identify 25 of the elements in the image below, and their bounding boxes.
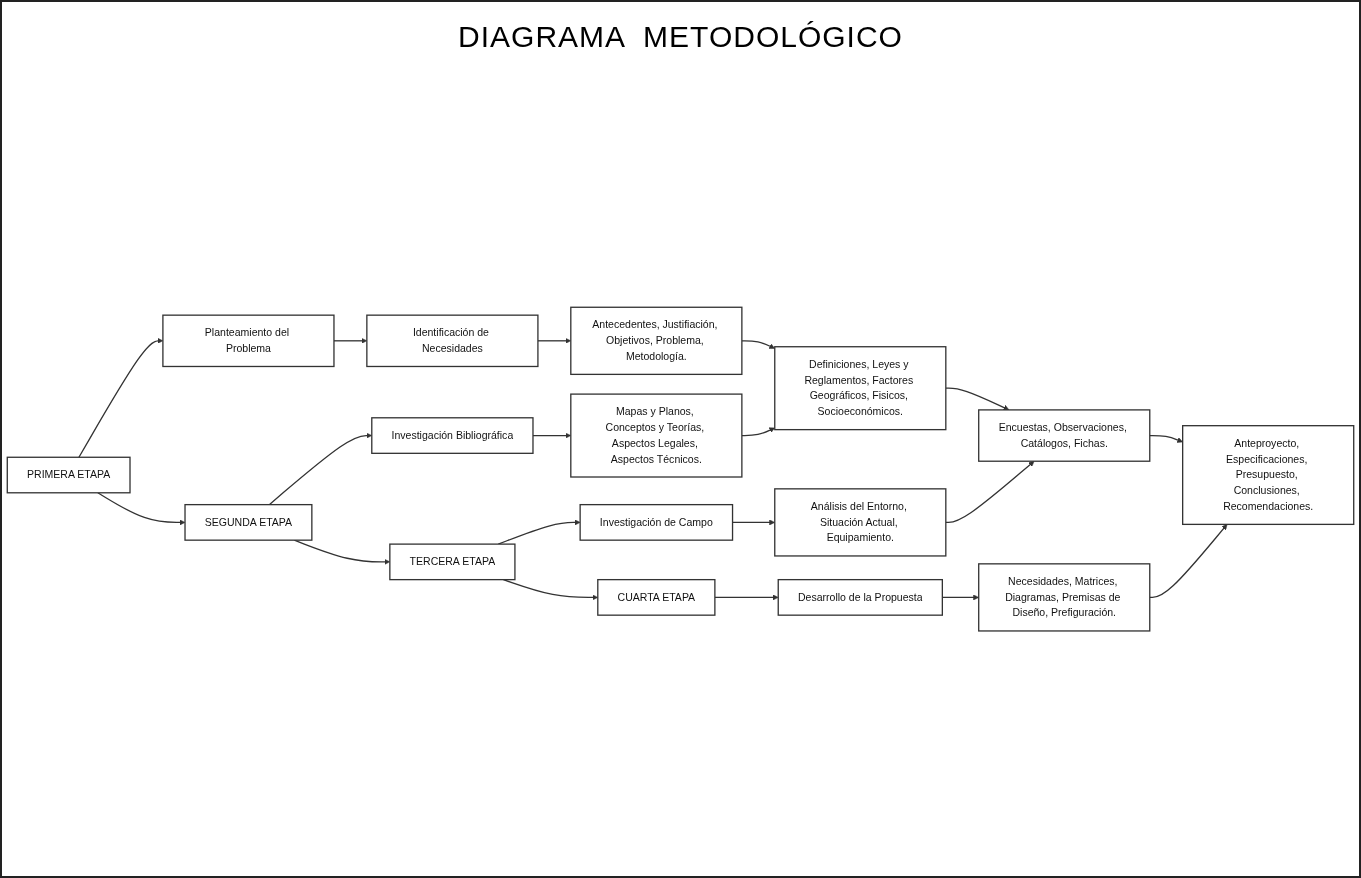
arrow [714, 594, 779, 601]
node-box: Antecedentes, Justifiación, Objetivos, Problema, Metodología. [570, 306, 743, 375]
arrow [1149, 434, 1183, 443]
node-box: Investigación de Campo [579, 503, 734, 541]
node-box: Anteproyecto, Especificaciones, Presupuesto, Conclusiones, Recomendaciones. [1182, 424, 1355, 525]
arrow [1149, 524, 1228, 598]
arrow [945, 460, 1035, 523]
node-box: Definiciones, Leyes y Reglamentos, Factores Geográficos, Fisicos, Socioeconómicos. [774, 345, 947, 431]
arrow [741, 427, 775, 437]
node-box: Necesidades, Matrices, Diagramas, Premisas de Diseño, Prefiguración. [978, 563, 1151, 632]
arrow [97, 492, 186, 526]
node-box: Mapas y Planos, Conceptos y Teorías, Aspectos Legales, Aspectos Técnicos. [570, 393, 743, 478]
node-box: Identificación de Necesidades [366, 314, 539, 368]
node-box: PRIMERA ETAPA [6, 456, 131, 494]
arrow [945, 387, 1010, 411]
diagram-title: DIAGRAMA METODOLÓGICO [458, 20, 903, 54]
node-box: Investigación Bibliográfica [371, 417, 534, 454]
node-box: Planteamiento del Problema [162, 314, 335, 368]
node-box: Análisis del Entorno, Situación Actual, Equipamiento. [774, 488, 947, 557]
node-box: SEGUNDA ETAPA [184, 503, 313, 541]
node-box: TERCERA ETAPA [389, 543, 516, 581]
node-box: CUARTA ETAPA [597, 578, 716, 616]
node-box: Encuestas, Observaciones, Catálogos, Fichas. [978, 409, 1151, 462]
node-box: Desarrollo de la Propuesta [777, 578, 943, 616]
arrow [741, 340, 775, 349]
